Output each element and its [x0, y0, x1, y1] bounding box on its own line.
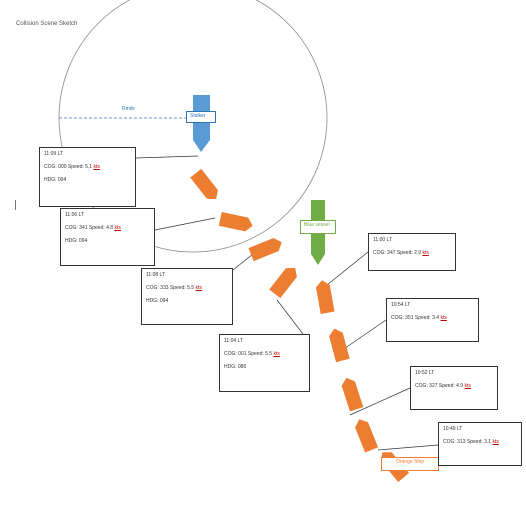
- callout-heading: HDG: 094: [65, 238, 88, 244]
- callout-unit: kts: [114, 225, 121, 231]
- callout-1108: 11:08 LT COG: 333 Speed: 5.5 kts HDG: 09…: [141, 268, 233, 325]
- callout-time: 11:00 LT: [373, 237, 392, 243]
- callout-cog-speed: COG: 000 Speed: 5.1: [44, 164, 93, 170]
- radius-label: Rmile: [122, 106, 135, 112]
- callout-cog-speed: COG: 313 Speed: 3.1: [443, 439, 492, 445]
- callout-time: 10:52 LT: [415, 370, 435, 376]
- callout-heading: HDG: 094: [44, 177, 67, 183]
- stalker-label: Stalker: [186, 111, 216, 123]
- callout-time: 11:09 LT: [44, 151, 63, 157]
- callout-1049: 10:49 LT COG: 313 Speed: 3.1 kts: [438, 422, 522, 466]
- text-cursor-mark: [15, 200, 16, 210]
- callout-unit: kts: [492, 439, 499, 445]
- orange-ship-position-1100: [316, 280, 335, 314]
- orange-ship-position-1049: [355, 419, 379, 453]
- callout-1054: 10:54 LT COG: 351 Speed: 3.4 kts: [386, 298, 479, 342]
- callout-time: 10:54 LT: [391, 302, 411, 308]
- callout-cog-speed: COG: 333 Speed: 5.5: [146, 285, 195, 291]
- callout-cog-speed: COG: 327 Speed: 4.9: [415, 383, 464, 389]
- callout-1104: 11:04 LT COG: 001 Speed: 5.5 kts HDG: 08…: [219, 334, 310, 392]
- callout-unit: kts: [273, 351, 280, 357]
- callout-1106: 11:06 LT COG: 341 Speed: 4.8 kts HDG: 09…: [60, 208, 155, 266]
- callout-1109: 11:09 LT COG: 000 Speed: 5.1 kts HDG: 09…: [39, 147, 136, 207]
- callout-unit: kts: [422, 250, 429, 256]
- callout-time: 11:06 LT: [65, 212, 84, 218]
- callout-time: 11:08 LT: [146, 272, 165, 278]
- callout-unit: kts: [93, 164, 100, 170]
- orange-ship-label: Orange Ship: [381, 457, 439, 471]
- callout-cog-speed: COG: 001 Speed: 5.5: [224, 351, 273, 357]
- orange-ship-position-1104: [269, 267, 297, 299]
- callout-heading: HDG: 094: [146, 298, 169, 304]
- orange-ship-track: [190, 168, 410, 482]
- stalker-vessel: [193, 95, 210, 152]
- orange-ship-position-1109: [190, 168, 218, 200]
- callout-time: 10:49 LT: [443, 426, 463, 432]
- callout-1100: 11:00 LT COG: 347 Speed: 2.9 kts: [368, 233, 456, 271]
- blue-vessel-label: Blue vessel: [300, 220, 336, 234]
- callout-1052: 10:52 LT COG: 327 Speed: 4.9 kts: [410, 366, 498, 410]
- orange-ship-position-1054: [329, 328, 350, 363]
- callout-cog-speed: COG: 351 Speed: 3.4: [391, 315, 440, 321]
- callout-cog-speed: COG: 347 Speed: 2.9: [373, 250, 422, 256]
- diagram-title: Collision Scene Sketch: [16, 21, 78, 27]
- callout-unit: kts: [440, 315, 447, 321]
- callout-time: 11:04 LT: [224, 338, 243, 344]
- orange-ship-position-1052: [341, 377, 364, 412]
- orange-ship-position-1108: [248, 238, 282, 262]
- callout-heading: HDG: 086: [224, 364, 247, 370]
- orange-ship-position-1106: [218, 212, 253, 232]
- callout-unit: kts: [195, 285, 202, 291]
- callout-cog-speed: COG: 341 Speed: 4.8: [65, 225, 114, 231]
- callout-unit: kts: [464, 383, 471, 389]
